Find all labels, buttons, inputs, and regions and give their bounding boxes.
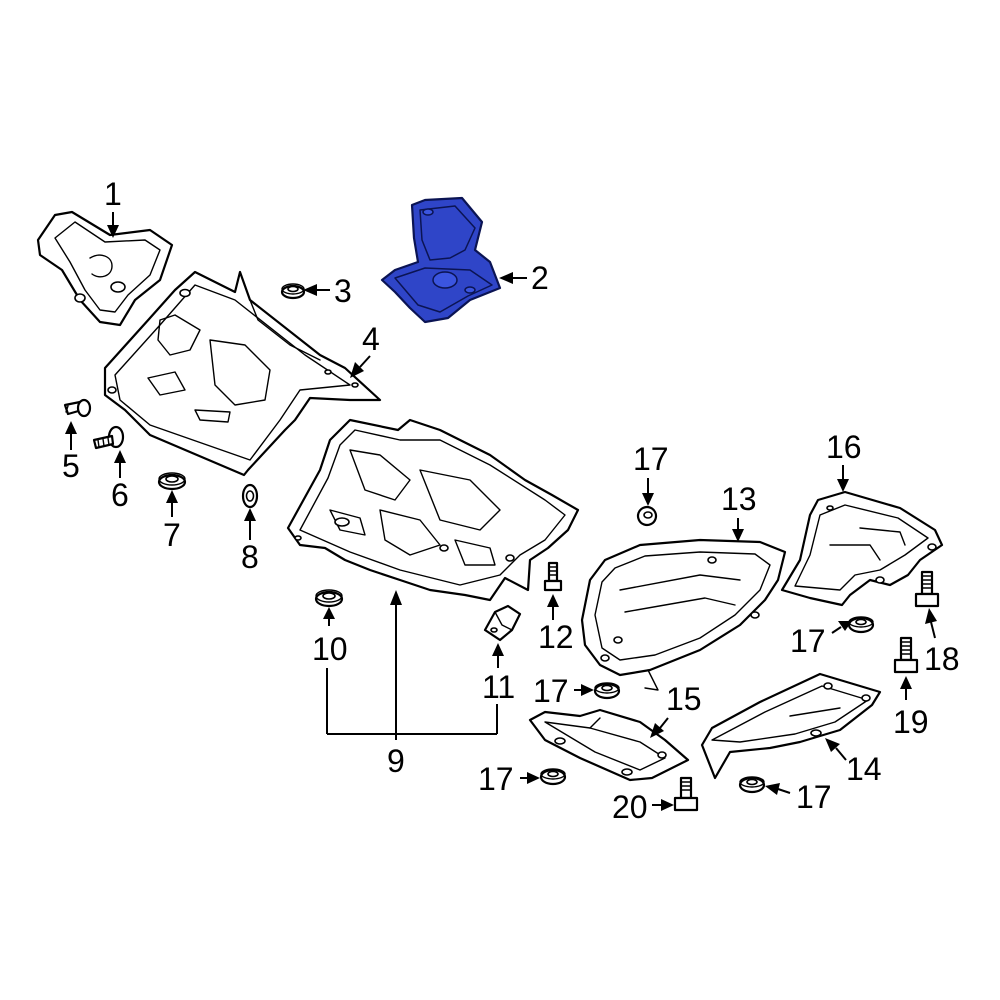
part-11-bracket[interactable] [483,604,522,642]
callout-14[interactable]: 14 [846,751,882,787]
callout-12[interactable]: 12 [538,619,574,655]
part-8-ring[interactable] [241,483,259,509]
part-19-bolt[interactable] [893,636,919,674]
part-16-heat-shield[interactable] [780,490,944,607]
callout-11[interactable]: 11 [482,669,515,705]
callout-1[interactable]: 1 [104,176,122,212]
callout-19[interactable]: 19 [893,704,929,740]
callout-18[interactable]: 18 [924,641,960,677]
callout-17a[interactable]: 17 [633,441,669,477]
part-10-grommet[interactable] [314,589,344,608]
callout-17e[interactable]: 17 [796,779,832,815]
callout-17b[interactable]: 17 [790,623,826,659]
callout-17c[interactable]: 17 [533,673,569,709]
part-14-heat-shield[interactable] [700,672,882,780]
part-17-washer-b[interactable] [847,616,875,634]
part-13-heat-shield[interactable] [580,538,787,691]
callout-6[interactable]: 6 [111,477,129,513]
callout-15[interactable]: 15 [666,681,702,717]
callout-9[interactable]: 9 [387,743,405,779]
part-9-heat-shield[interactable] [286,418,580,602]
callout-17d[interactable]: 17 [478,761,514,797]
callout-13[interactable]: 13 [721,481,757,517]
callout-7[interactable]: 7 [163,517,181,553]
callout-16[interactable]: 16 [826,429,862,465]
part-1-heat-shield[interactable] [36,210,174,327]
callout-20[interactable]: 20 [612,789,648,825]
part-20-bolt[interactable] [673,776,699,812]
part-17-washer-e[interactable] [738,776,766,794]
part-4-heat-shield[interactable] [103,270,382,477]
part-17-washer-a[interactable] [635,504,659,528]
part-12-stud[interactable] [543,561,563,592]
callout-4[interactable]: 4 [362,321,380,357]
part-5-bolt[interactable] [63,398,92,418]
part-7-grommet[interactable] [157,472,187,491]
part-18-bolt[interactable] [914,570,940,608]
part-3-washer[interactable] [280,283,306,300]
part-6-clip[interactable] [92,425,125,450]
leader-lines [65,212,937,811]
callout-5[interactable]: 5 [62,448,80,484]
callout-10[interactable]: 10 [312,631,348,667]
part-17-washer-c[interactable] [593,682,621,700]
part-15-heat-shield[interactable] [528,708,690,782]
part-2-heat-shield-highlighted[interactable] [380,196,502,324]
callout-3[interactable]: 3 [334,273,352,309]
callout-labels: 1 2 3 4 5 6 7 8 9 10 11 12 13 14 15 16 1… [62,176,960,825]
part-17-washer-d[interactable] [539,768,567,786]
callout-2[interactable]: 2 [531,260,549,296]
callout-8[interactable]: 8 [241,539,259,575]
